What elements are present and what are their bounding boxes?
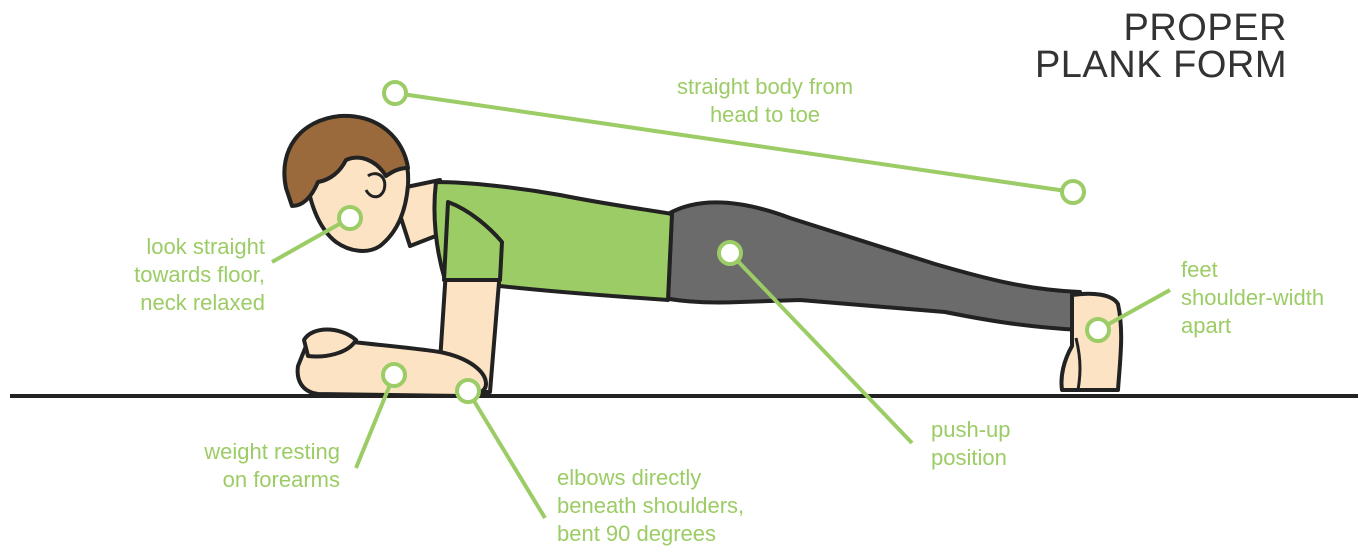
hip-dot — [719, 242, 741, 264]
elbow-callout-line — [468, 391, 545, 518]
title-line-1: PROPER — [1035, 10, 1287, 47]
forearms-annotation-line-1: weight resting — [120, 438, 340, 466]
elbows-annotation-line-3: bent 90 degrees — [557, 520, 797, 548]
feet — [1061, 294, 1121, 390]
body-start-dot — [384, 82, 406, 104]
look-annotation-line-2: towards floor, — [60, 261, 265, 289]
forearms-annotation: weight resting on forearms — [120, 438, 340, 494]
feet-annotation-line-1: feet — [1181, 256, 1361, 284]
face-dot — [339, 207, 361, 229]
ear — [366, 174, 385, 197]
elbow-dot — [457, 380, 479, 402]
title-line-2: PLANK FORM — [1035, 47, 1287, 84]
pushup-annotation-line-2: position — [931, 444, 1051, 472]
look-annotation-line-3: neck relaxed — [60, 289, 265, 317]
look-annotation-line-1: look straight — [60, 233, 265, 261]
look-annotation: look straight towards floor, neck relaxe… — [60, 233, 265, 317]
elbows-annotation: elbows directly beneath shoulders, bent … — [557, 464, 797, 548]
feet-annotation: feet shoulder-width apart — [1181, 256, 1361, 340]
body-annotation-line-1: straight body from — [640, 73, 890, 101]
pushup-annotation: push-up position — [931, 416, 1051, 472]
feet-annotation-line-3: apart — [1181, 312, 1361, 340]
elbows-annotation-line-1: elbows directly — [557, 464, 797, 492]
forearm-dot — [383, 364, 405, 386]
feet-annotation-line-2: shoulder-width — [1181, 284, 1361, 312]
body-annotation-line-2: head to toe — [640, 101, 890, 129]
body-end-dot — [1062, 181, 1084, 203]
elbows-annotation-line-2: beneath shoulders, — [557, 492, 797, 520]
pushup-annotation-line-1: push-up — [931, 416, 1051, 444]
page-title: PROPER PLANK FORM — [1035, 10, 1287, 84]
forearms-annotation-line-2: on forearms — [120, 466, 340, 494]
body-annotation: straight body from head to toe — [640, 73, 890, 129]
feet-dot — [1087, 319, 1109, 341]
legs — [660, 202, 1080, 330]
